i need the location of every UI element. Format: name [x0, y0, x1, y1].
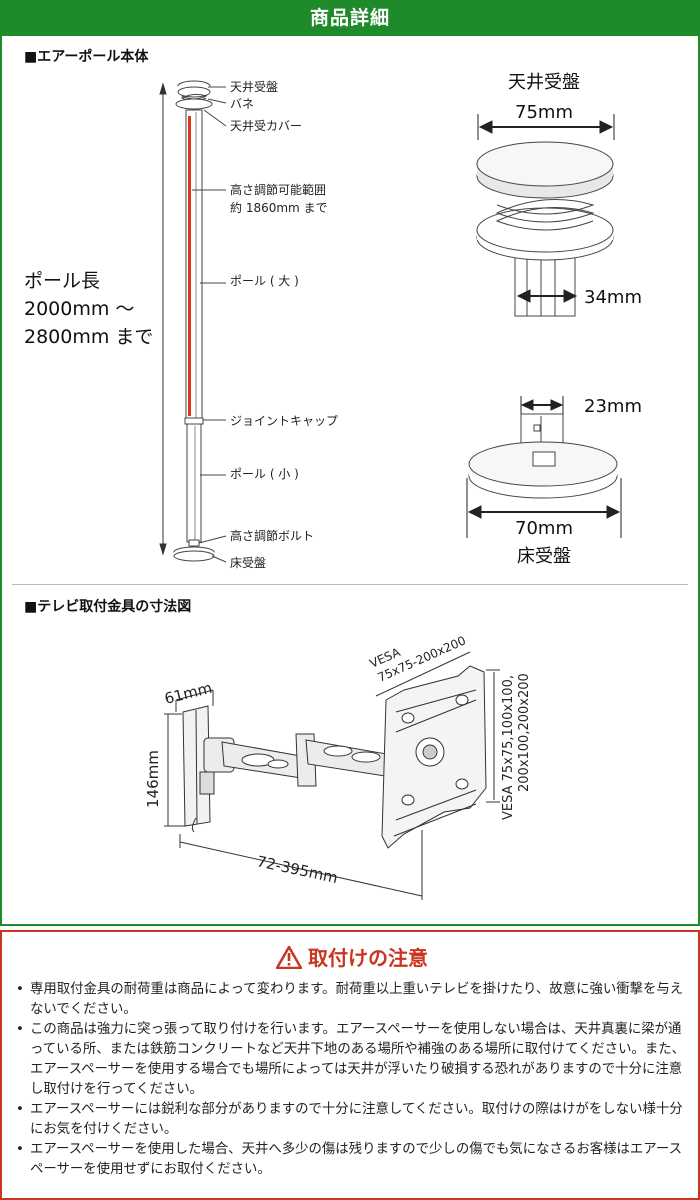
pole-ceiling-assembly — [175, 80, 213, 110]
mount-depth-label: 61mm — [163, 679, 214, 708]
mount-extension-label: 72-395mm — [255, 852, 339, 887]
caution-item: エアースペーサーを使用した場合、天井へ多少の傷は残りますので少しの傷でも気になさ… — [16, 1140, 688, 1180]
mount-arm-first — [203, 733, 317, 787]
floor-diameter-arrow — [466, 478, 622, 538]
label-pole-large: ポール ( 大 ) — [230, 274, 299, 288]
mount-arm-second — [305, 739, 399, 779]
product-detail-frame — [0, 36, 700, 926]
ceiling-pole-width-arrow — [516, 289, 578, 303]
section-divider — [12, 584, 688, 585]
label-ceiling-cover: 天井受カバー — [230, 119, 302, 133]
pole-leader-lines — [192, 86, 227, 563]
pole-section-title: ■エアーポール本体 — [24, 49, 149, 65]
pole-length-dimension — [159, 82, 167, 556]
mount-diagram: 61mm 146mm 72-395mm VESA 75x75-200x200 V… — [144, 633, 532, 900]
pole-length-min: 2000mm ～ — [24, 298, 134, 320]
pole-length-label: ポール長 — [24, 270, 100, 292]
floor-plate-drawing — [468, 413, 618, 499]
caution-box: 取付けの注意 専用取付金具の耐荷重は商品によって変わります。耐荷重以上重いテレビ… — [0, 930, 700, 1200]
label-pole-small: ポール ( 小 ) — [230, 467, 299, 481]
vesa-side-label: VESA 75x75,100x100, — [501, 675, 516, 820]
pole-diagram: 天井受盤 バネ 天井受カバー 高さ調節可能範囲 約 1860mm まで ポール … — [24, 72, 642, 570]
ceiling-plate-drawing — [476, 141, 614, 317]
ceiling-pole-width-label: 34mm — [584, 287, 642, 308]
mount-section-title: ■テレビ取付金具の寸法図 — [24, 599, 192, 615]
mount-height-label: 146mm — [144, 750, 162, 808]
caution-item: エアースペーサーには鋭利な部分がありますので十分に注意してください。取付けの際は… — [16, 1100, 688, 1140]
label-spring: バネ — [230, 97, 254, 111]
label-height-range: 高さ調節可能範囲 — [230, 182, 326, 197]
caution-list: 専用取付金具の耐荷重は商品によって変わります。耐荷重以上重いテレビを掛けたり、故… — [16, 980, 688, 1180]
label-height-range-value: 約 1860mm まで — [230, 200, 328, 215]
label-joint-cap: ジョイントキャップ — [230, 414, 338, 428]
ceiling-detail-title: 天井受盤 — [508, 72, 580, 93]
pole-floor-assembly — [173, 539, 215, 562]
ceiling-diameter-arrow — [477, 114, 615, 140]
vesa-side-value: 200x100,200x200 — [517, 673, 532, 792]
pole-length-max: 2800mm まで — [24, 326, 153, 348]
caution-item: 専用取付金具の耐荷重は商品によって変わります。耐荷重以上重いテレビを掛けたり、故… — [16, 980, 688, 1020]
floor-pole-width-label: 23mm — [584, 396, 642, 417]
vesa-plate — [381, 665, 487, 849]
section-header: 商品詳細 — [0, 0, 700, 36]
pole-small — [186, 423, 202, 543]
joint-cap-shape — [184, 417, 204, 425]
caution-item: この商品は強力に突っ張って取り付けを行います。エアースペーサーを使用しない場合は… — [16, 1020, 688, 1100]
warning-icon — [275, 945, 303, 974]
mount-dimension-lines — [164, 651, 500, 900]
floor-pole-width-arrow — [520, 396, 564, 414]
floor-detail-title: 床受盤 — [517, 546, 571, 567]
floor-diameter-label: 70mm — [515, 518, 573, 539]
ceiling-diameter-label: 75mm — [515, 102, 573, 123]
caution-heading: 取付けの注意 — [2, 942, 700, 974]
label-height-bolt: 高さ調節ボルト — [230, 528, 314, 543]
pole-large — [185, 109, 203, 423]
wall-plate — [182, 705, 215, 833]
caution-title-text: 取付けの注意 — [308, 946, 428, 970]
label-ceiling-plate: 天井受盤 — [230, 80, 278, 94]
label-floor-plate: 床受盤 — [230, 556, 266, 570]
